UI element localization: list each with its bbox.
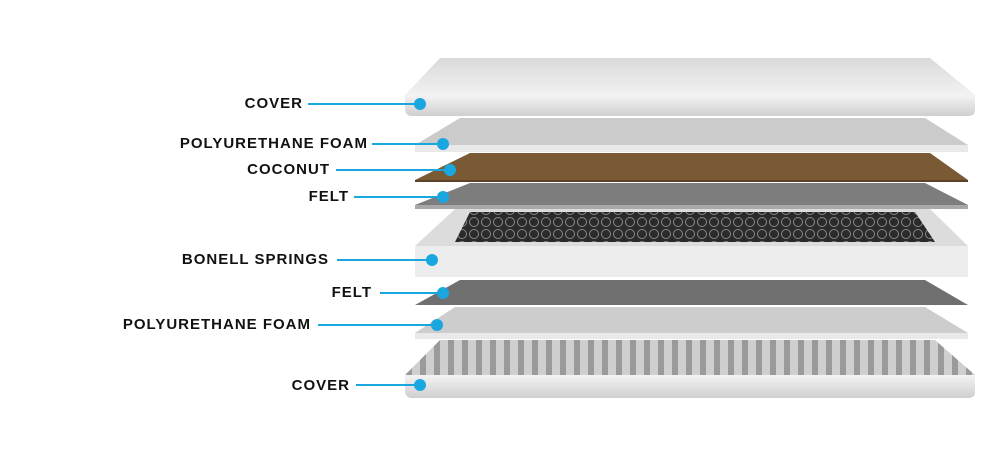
layer-felt-bottom	[415, 280, 968, 305]
layer-bonell-springs	[415, 209, 968, 277]
label-felt-bottom: FELT	[331, 284, 372, 301]
layer-foam-bottom	[415, 307, 968, 339]
label-cover-top: COVER	[244, 95, 303, 112]
layer-cover-top	[405, 58, 975, 116]
label-polyurethane-foam-top: POLYURETHANE FOAM	[179, 135, 368, 152]
layer-foam-top	[415, 118, 968, 152]
layer-felt-top	[415, 183, 968, 209]
layer-coconut	[415, 153, 968, 182]
layer-cover-bottom	[405, 340, 975, 398]
label-coconut: COCONUT	[247, 161, 330, 178]
label-polyurethane-foam-bottom: POLYURETHANE FOAM	[122, 316, 311, 333]
label-felt-top: FELT	[308, 188, 349, 205]
leader-lines	[308, 98, 456, 391]
label-bonell-springs: BONELL SPRINGS	[181, 251, 329, 268]
label-cover-bottom: COVER	[291, 377, 350, 394]
